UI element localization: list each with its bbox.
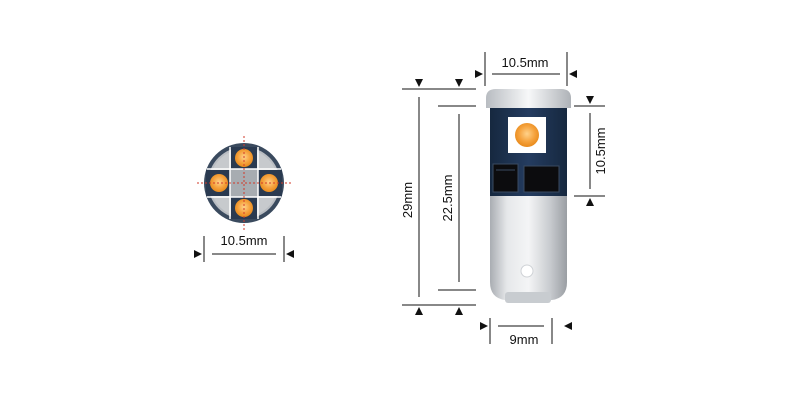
front-view: 10.5mm [194,136,294,262]
top-width-arrow-left [475,70,483,78]
top-width-label: 10.5mm [502,55,549,70]
bulb-metal-base [490,194,567,300]
body-height-arrow-bottom [455,307,463,315]
bulb-component-right [523,165,560,193]
base-width-arrow-left [480,322,488,330]
front-width-dimension: 10.5mm [194,233,294,262]
head-height-arrow-bottom [586,198,594,206]
head-height-label: 10.5mm [593,128,608,175]
front-width-label: 10.5mm [221,233,268,248]
bulb-body [486,89,571,303]
head-height-dimension: 10.5mm [574,96,608,206]
base-width-dimension: 9mm [480,318,572,347]
base-width-label: 9mm [510,332,539,347]
top-width-dimension: 10.5mm [475,52,577,86]
total-height-label: 29mm [400,182,415,218]
bulb-bayonet-pin [520,264,534,278]
head-height-arrow-top [586,96,594,104]
bulb-bottom-contact [505,292,551,303]
total-height-arrow-top [415,79,423,87]
total-height-dimension: 29mm [400,79,476,315]
total-height-arrow-bottom [415,307,423,315]
side-view: 10.5mm 10.5mm 29mm 22.5mm [400,52,608,347]
base-width-arrow-right [564,322,572,330]
top-width-arrow-right [569,70,577,78]
bulb-component-left [492,163,519,193]
front-width-arrow-right [286,250,294,258]
front-width-arrow-left [194,250,202,258]
bulb-led-chip [515,123,539,147]
bulb-top-cap [486,89,571,108]
body-height-dimension: 22.5mm [438,79,476,315]
body-height-arrow-top [455,79,463,87]
body-height-label: 22.5mm [440,175,455,222]
